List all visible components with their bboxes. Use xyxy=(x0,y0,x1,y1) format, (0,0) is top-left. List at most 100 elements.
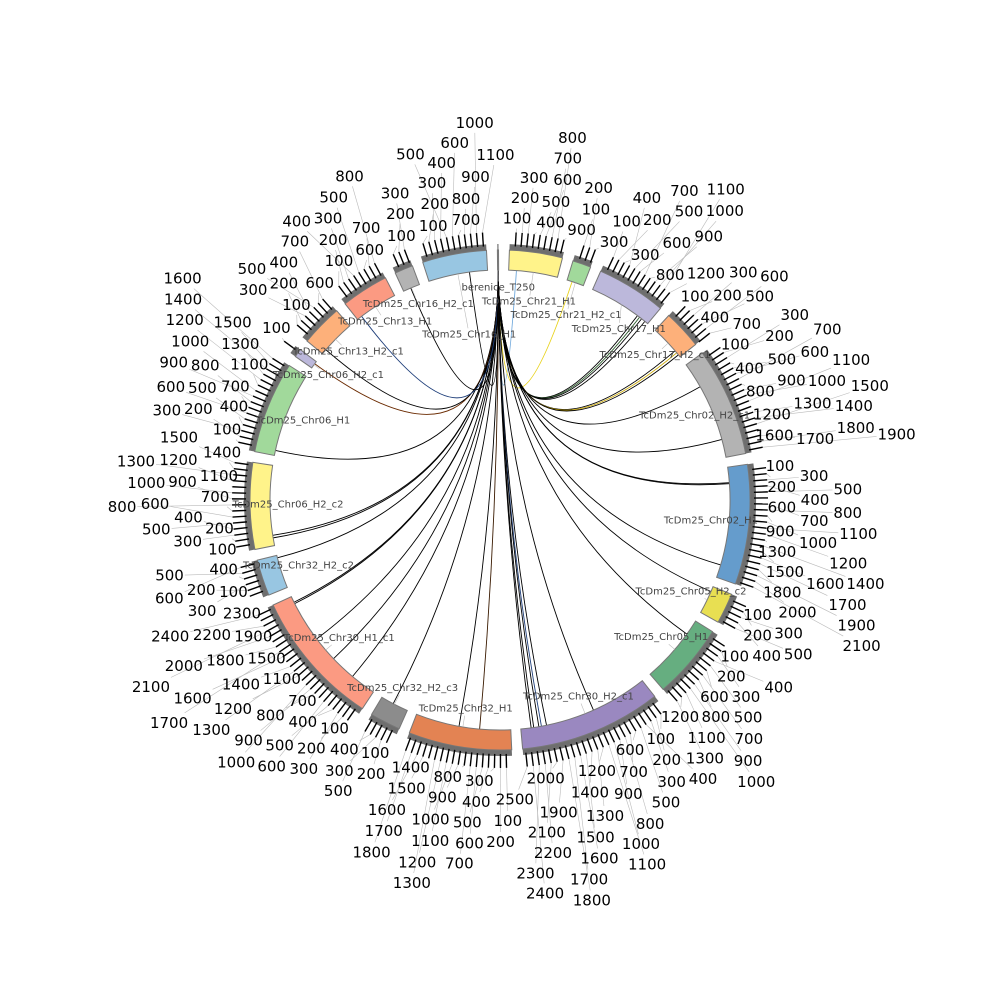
tick-label: 400 xyxy=(752,647,781,665)
tick-mark xyxy=(439,747,445,762)
leader-line xyxy=(166,485,233,494)
tick-label: 1100 xyxy=(832,351,870,369)
sector-ideogram xyxy=(699,586,733,623)
tick-mark xyxy=(633,715,642,729)
tick-mark xyxy=(745,565,759,571)
tick-mark xyxy=(628,718,637,732)
leader-line xyxy=(414,164,447,238)
leader-line xyxy=(457,273,469,329)
tick-mark xyxy=(269,628,282,638)
sector-ideogram xyxy=(254,364,307,457)
sector-ideogram xyxy=(566,260,592,287)
tick-label: 600 xyxy=(616,741,645,759)
tick-label: 800 xyxy=(433,768,462,786)
tick-label: 200 xyxy=(297,740,326,758)
tick-mark xyxy=(612,726,621,741)
tick-label: 1600 xyxy=(580,849,618,867)
leader-line xyxy=(184,567,241,593)
leader-line xyxy=(291,705,329,736)
leader-line xyxy=(624,260,631,263)
leader-line xyxy=(645,724,693,770)
leader-line xyxy=(767,489,833,493)
tick-mark xyxy=(249,590,264,597)
tick-mark xyxy=(735,400,750,407)
tick-label: 800 xyxy=(335,167,364,185)
tick-label: 300 xyxy=(381,184,410,202)
tick-label: 300 xyxy=(290,760,319,778)
leader-line xyxy=(482,164,495,233)
tick-label: 500 xyxy=(238,260,267,278)
sector-band xyxy=(341,272,386,304)
leader-line xyxy=(632,730,637,741)
leader-line xyxy=(767,503,800,516)
tick-label: 300 xyxy=(732,688,761,706)
leader-line xyxy=(232,625,264,632)
tick-mark xyxy=(725,615,739,624)
tick-mark xyxy=(392,253,400,268)
tick-mark xyxy=(457,750,462,765)
leader-line xyxy=(595,247,599,250)
labels-layer: berenice_T250TcDm25_Chr21_H1TcDm25_Chr21… xyxy=(108,114,916,910)
tick-label: 900 xyxy=(159,354,188,372)
leader-line xyxy=(614,742,639,835)
leader-line xyxy=(767,515,773,522)
tick-label: 100 xyxy=(582,200,611,218)
sector-label: TcDm25_Chr17_H1 xyxy=(571,324,666,335)
tick-mark xyxy=(293,661,306,672)
leader-lines-layer xyxy=(137,132,877,891)
tick-mark xyxy=(255,389,269,397)
leader-line xyxy=(253,374,259,386)
sector-ideogram xyxy=(306,310,351,355)
tick-label: 900 xyxy=(428,788,457,806)
tick-label: 500 xyxy=(142,521,171,539)
tick-mark xyxy=(263,618,277,627)
tick-mark xyxy=(353,275,362,288)
leader-line xyxy=(568,758,591,891)
tick-mark xyxy=(398,251,405,266)
tick-mark xyxy=(711,351,725,361)
sector-TcDm25_Chr16_H1 xyxy=(420,232,489,282)
tick-mark xyxy=(691,323,703,334)
tick-label: 2000 xyxy=(165,657,203,675)
sector-ideogram xyxy=(344,277,396,321)
tick-mark xyxy=(327,694,338,707)
leader-line xyxy=(413,759,435,874)
tick-label: 1500 xyxy=(388,779,426,797)
tick-mark xyxy=(278,643,292,653)
leader-line xyxy=(432,762,447,831)
leader-line xyxy=(226,506,233,512)
leader-line xyxy=(762,551,775,563)
tick-mark xyxy=(296,324,309,335)
tick-label: 1800 xyxy=(573,892,611,910)
tick-mark xyxy=(733,394,747,402)
leader-line xyxy=(532,765,545,884)
tick-mark xyxy=(233,467,248,471)
leader-line xyxy=(411,287,416,298)
link-TcDm25_Chr13_H1 xyxy=(361,270,499,399)
tick-mark xyxy=(536,751,540,766)
tick-mark xyxy=(570,743,576,758)
tick-label: 1600 xyxy=(163,270,201,288)
tick-label: 2200 xyxy=(193,626,231,644)
leader-line xyxy=(709,408,712,410)
tick-mark xyxy=(714,356,728,366)
tick-label: 1100 xyxy=(263,670,301,688)
leader-line xyxy=(238,416,244,425)
tick-mark xyxy=(739,411,754,418)
leader-line xyxy=(753,406,793,413)
tick-label: 200 xyxy=(357,765,386,783)
tick-label: 600 xyxy=(440,134,469,152)
tick-label: 400 xyxy=(764,679,793,697)
leader-line xyxy=(580,703,586,714)
leader-line xyxy=(331,228,349,279)
tick-label: 1200 xyxy=(214,700,252,718)
tick-label: 900 xyxy=(168,473,197,491)
tick-label: 1000 xyxy=(622,835,660,853)
leader-line xyxy=(288,293,302,321)
tick-mark xyxy=(695,661,708,672)
leader-line xyxy=(740,617,774,629)
sector-label: TcDm25_Chr30_H2_c1 xyxy=(522,691,634,702)
tick-label: 200 xyxy=(652,751,681,769)
leader-line xyxy=(668,644,676,650)
